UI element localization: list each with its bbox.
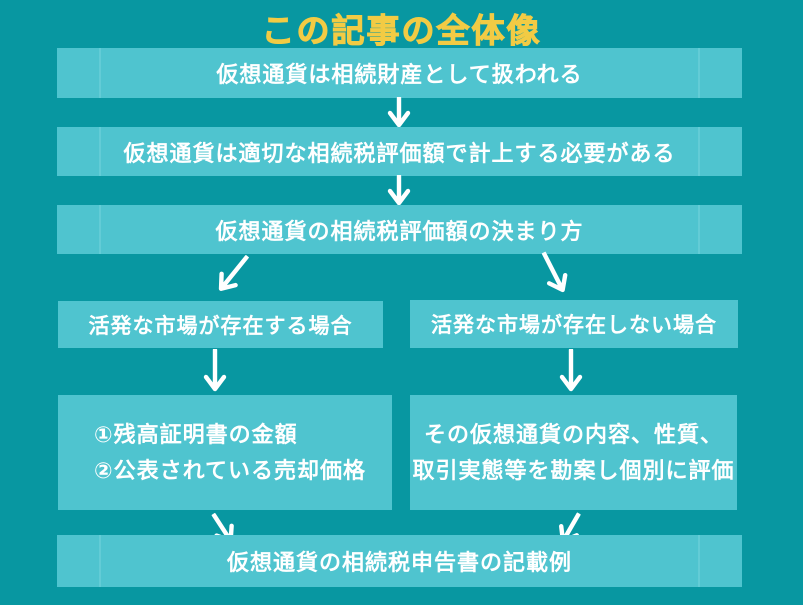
arrow-down-icon [558,349,584,393]
arrow-down-right-icon [532,247,576,300]
valuation-active-market-text: ①残高証明書の金額 ②公表されている売却価格 [94,417,366,489]
flow-step-2-box: 仮想通貨は適切な相続税評価額で計上する必要がある [57,127,742,176]
valuation-active-line1: ①残高証明書の金額 [94,421,298,447]
branch-no-active-market-box: 活発な市場が存在しない場合 [410,300,738,348]
flow-step-2-label: 仮想通貨は適切な相続税評価額で計上する必要がある [123,140,676,166]
arrow-down-left-icon [208,248,257,300]
flow-final-step-box: 仮想通貨の相続税申告書の記載例 [57,535,742,587]
branch-active-market-box: 活発な市場が存在する場合 [58,301,383,348]
branch-active-market-label: 活発な市場が存在する場合 [88,314,353,338]
valuation-inactive-line1: その仮想通貨の内容、性質、 [423,421,723,447]
flow-step-3-label: 仮想通貨の相続税評価額の決まり方 [215,218,584,244]
valuation-active-line2: ②公表されている売却価格 [94,457,366,483]
flow-step-3-box: 仮想通貨の相続税評価額の決まり方 [57,205,742,254]
valuation-active-market-box: ①残高証明書の金額 ②公表されている売却価格 [58,395,392,510]
page-title: この記事の全体像 [261,12,542,50]
valuation-inactive-text: その仮想通貨の内容、性質、 取引実態等を勘案し個別に評価 [412,417,734,489]
arrow-down-icon [386,175,412,207]
flow-final-step-label: 仮想通貨の相続税申告書の記載例 [226,550,572,575]
branch-no-active-market-label: 活発な市場が存在しない場合 [431,314,717,337]
flow-step-1-label: 仮想通貨は相続財産として扱われる [216,62,583,87]
valuation-inactive-line2: 取引実態等を勘案し個別に評価 [412,457,735,483]
valuation-no-active-market-box: その仮想通貨の内容、性質、 取引実態等を勘案し個別に評価 [410,395,737,510]
arrow-down-icon [202,349,228,393]
arrow-down-icon [386,97,412,129]
flow-step-1-box: 仮想通貨は相続財産として扱われる [57,48,742,98]
